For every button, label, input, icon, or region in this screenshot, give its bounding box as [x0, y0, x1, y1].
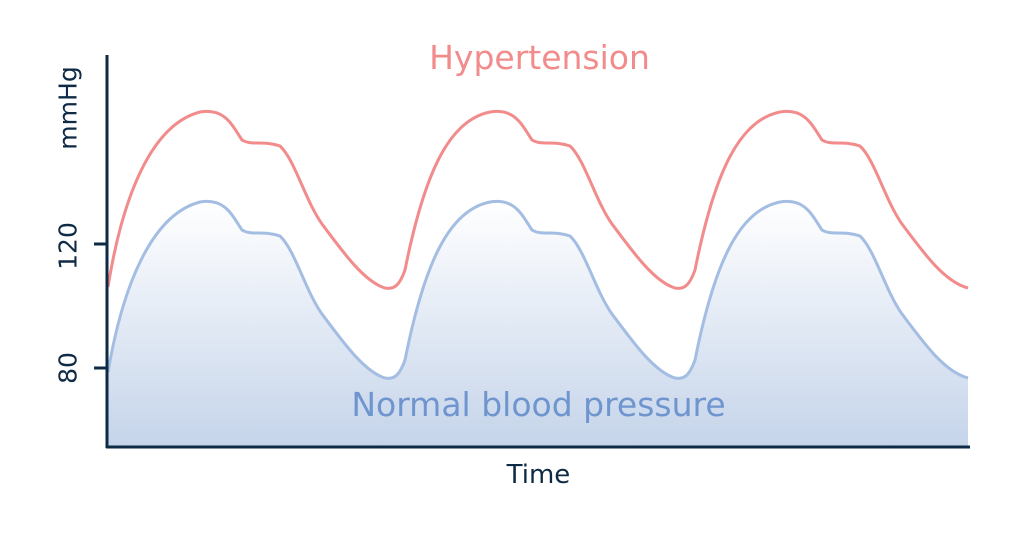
hypertension-label: Hypertension — [429, 38, 650, 77]
normal-bp-label: Normal blood pressure — [351, 385, 726, 424]
x-axis-label: Time — [506, 460, 571, 490]
y-axis-label: mmHg — [53, 66, 83, 150]
normal-bp-line — [106, 199, 969, 380]
hypertension-line — [106, 109, 969, 290]
normal-area-fill — [108, 201, 968, 447]
y-tick-label-120: 120 — [53, 222, 83, 270]
y-tick-label-80: 80 — [53, 352, 83, 384]
